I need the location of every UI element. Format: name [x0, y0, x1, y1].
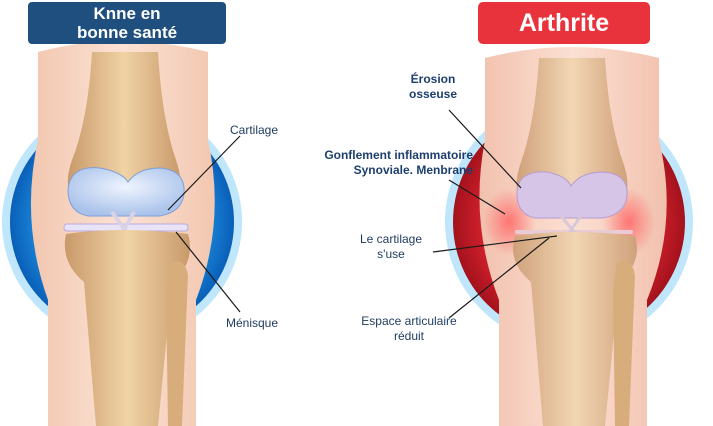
label-espace-line2: réduit: [393, 329, 425, 343]
cartilage-pointer: [167, 135, 241, 211]
healthy-knee-illustration: [2, 41, 242, 426]
healthy-title-badge: Knne en bonne santé: [28, 2, 226, 44]
fibula-bone-right: [613, 261, 635, 426]
label-gonflement: Gonflement inflammatoire Synoviale. Menb…: [277, 148, 473, 178]
cartilage-pointer-right: [432, 235, 558, 253]
gonflement-pointer: [448, 179, 506, 215]
label-espace: Espace articulaire réduit: [345, 314, 473, 344]
label-erosion-line2: osseuse: [408, 87, 458, 101]
label-espace-line1: Espace articulaire: [361, 314, 457, 328]
menisque-pointer: [175, 231, 241, 313]
femoral-cartilage: [67, 167, 185, 217]
healthy-knee-panel: Knne en bonne santé Cartilage Ménisque: [0, 0, 356, 426]
arthritis-knee-panel: Arthrite Érosion osseuse Gonflement infl…: [324, 0, 713, 426]
eroded-cartilage: [516, 171, 628, 219]
label-gonflement-line1: Gonflement inflammatoire: [324, 148, 473, 162]
label-cartilage-use: Le cartilage s'use: [343, 232, 439, 262]
erosion-pointer: [448, 109, 522, 189]
arthritis-knee-illustration: [432, 47, 693, 426]
arthritis-title-badge: Arthrite: [478, 2, 650, 44]
healthy-title-line1: Knne en: [93, 4, 161, 23]
fibula-bone: [166, 261, 188, 426]
label-cartilage-use-line1: Le cartilage: [359, 232, 423, 246]
label-gonflement-line2: Synoviale. Menbrane: [353, 163, 473, 177]
label-cartilage: Cartilage: [230, 123, 279, 137]
label-erosion: Érosion osseuse: [385, 72, 481, 102]
label-cartilage-use-line2: s'use: [377, 247, 405, 261]
espace-pointer: [448, 237, 550, 319]
label-erosion-line1: Érosion: [410, 72, 456, 86]
tibia-bone-right: [513, 232, 637, 426]
label-menisque: Ménisque: [226, 316, 279, 330]
healthy-title-line2: bonne santé: [76, 23, 178, 42]
tibia-bone: [64, 230, 190, 426]
